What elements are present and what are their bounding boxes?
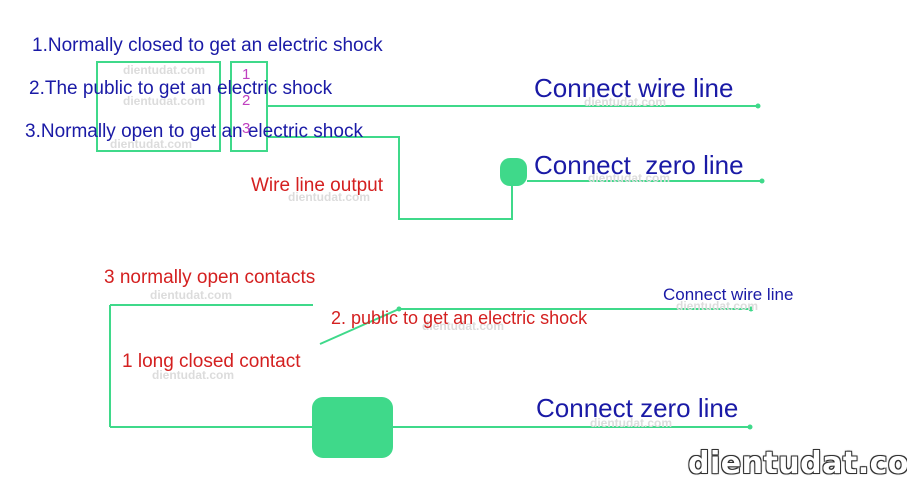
brand-watermark: dientudat.com xyxy=(688,446,907,481)
legend-common: 2.The public to get an electric shock xyxy=(29,78,333,99)
neutral-terminal-dot-bottom xyxy=(747,424,753,430)
load-bottom xyxy=(312,397,393,458)
normally-open-contacts-label: 3 normally open contacts xyxy=(104,267,316,288)
connect-wire-line-label-top: Connect wire line xyxy=(534,73,734,103)
watermark: dientudat.com xyxy=(584,95,667,109)
watermark: dientudat.com xyxy=(150,288,233,302)
watermark: dientudat.com xyxy=(590,416,673,430)
live-terminal-dot-bottom xyxy=(748,306,754,312)
load-top xyxy=(500,158,527,186)
wire-line-output-label: Wire line output xyxy=(251,175,384,196)
watermark: dientudat.com xyxy=(422,319,505,333)
watermark: dientudat.com xyxy=(152,368,235,382)
output-wire-top xyxy=(267,136,513,220)
pin-3-label: 3 xyxy=(242,120,251,137)
watermark: dientudat.com xyxy=(110,137,193,151)
pin-1-label: 1 xyxy=(242,66,251,83)
watermark: dientudat.com xyxy=(588,171,671,185)
connect-zero-line-label-bottom: Connect zero line xyxy=(536,393,739,423)
watermark: dientudat.com xyxy=(676,299,759,313)
legend-normally-open: 3.Normally open to get an electric shock xyxy=(25,121,363,142)
common-contact-label: 2. public to get an electric shock xyxy=(331,308,588,328)
connect-zero-line-label-top: Connect zero line xyxy=(534,150,744,180)
neutral-terminal-dot-top xyxy=(759,178,765,184)
connect-wire-line-label-bottom: Connect wire line xyxy=(663,285,794,304)
pin-2-label: 2 xyxy=(242,92,251,109)
watermark: dientudat.com xyxy=(123,63,206,77)
closed-contact-label: 1 long closed contact xyxy=(122,351,301,372)
watermark: dientudat.com xyxy=(288,190,371,204)
switch-body-outline xyxy=(96,61,221,152)
watermark: dientudat.com xyxy=(123,94,206,108)
switch-blade xyxy=(319,308,400,345)
legend-normally-closed: 1.Normally closed to get an electric sho… xyxy=(32,35,383,56)
common-terminal-dot xyxy=(396,306,402,312)
live-terminal-dot-top xyxy=(755,103,761,109)
